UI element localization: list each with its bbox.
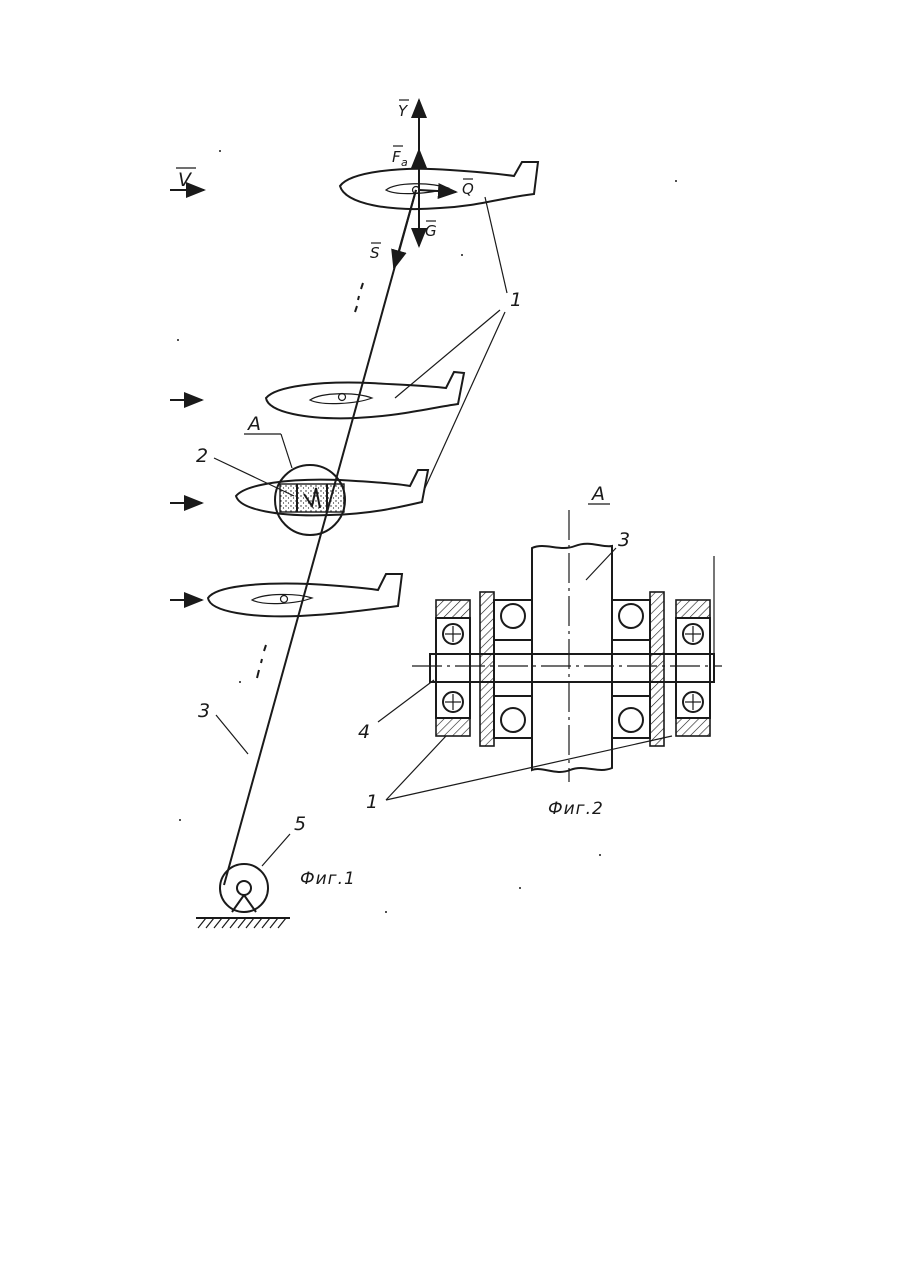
right-inner-bearing [612, 592, 664, 746]
axle-shaft [430, 654, 714, 682]
drag-label: Q [462, 180, 474, 198]
vehicle-third [236, 465, 428, 535]
figure-2-view-label: A [590, 483, 605, 505]
winch [196, 864, 290, 928]
callout-3-fig1: 3 [198, 700, 210, 722]
figure-2-caption: Фиг.2 [548, 799, 604, 819]
velocity-label: V [178, 169, 193, 191]
aero-force-label: F [392, 148, 401, 166]
figure-1-caption: Фиг.1 [300, 869, 356, 889]
vehicle-top [340, 162, 538, 209]
tether-cable-line [224, 190, 416, 885]
drag-vector [419, 190, 456, 192]
detail-A-label: A [246, 413, 261, 435]
callout-4: 4 [358, 721, 370, 743]
figure-1: Y F a Q G S V [170, 100, 538, 928]
callout-2: 2 [196, 445, 208, 467]
figure-2: A 3 [358, 483, 722, 819]
tension-label: S [370, 244, 380, 262]
weight-label: G [425, 222, 437, 240]
left-outer-bearing [436, 600, 470, 736]
aero-force-subscript: a [401, 156, 408, 169]
callout-1-fig2: 1 [366, 791, 378, 813]
cable-rod [532, 544, 612, 772]
wind-arrows [170, 400, 202, 600]
callout-lines-1 [395, 197, 507, 488]
callout-5: 5 [294, 813, 306, 835]
callout-1-fig1: 1 [510, 289, 522, 311]
callout-3-fig2: 3 [618, 529, 630, 551]
lift-label: Y [398, 102, 409, 120]
tension-vector [394, 190, 416, 268]
left-inner-bearing [480, 592, 532, 746]
vehicle-second [266, 372, 464, 418]
right-outer-bearing [676, 600, 710, 736]
